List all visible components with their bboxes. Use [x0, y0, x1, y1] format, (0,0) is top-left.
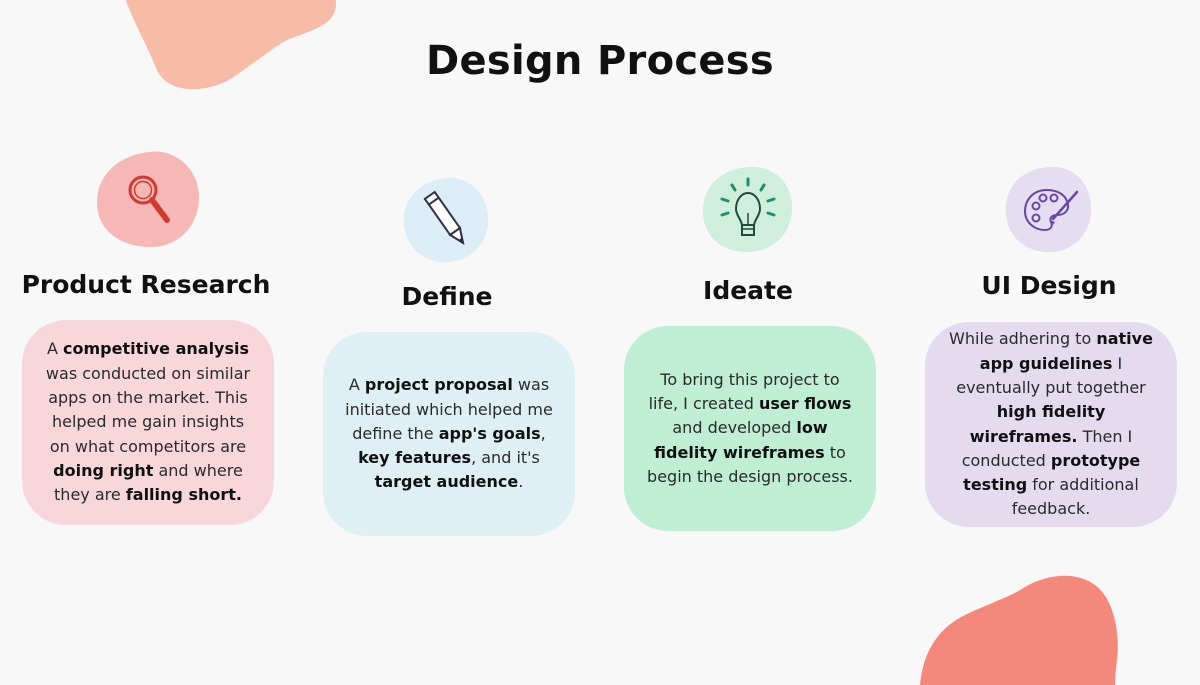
desc-emphasis: doing right	[53, 460, 154, 480]
card-product-research: A competitive analysis was conducted on …	[22, 320, 274, 525]
card-define: A project proposal was initiated which h…	[323, 332, 575, 536]
desc-emphasis: key features	[358, 448, 472, 468]
desc-emphasis: falling short.	[125, 485, 242, 505]
page-title: Design Process	[425, 38, 775, 84]
desc-define: A project proposal was initiated which h…	[343, 373, 555, 494]
desc-emphasis: competitive analysis	[63, 339, 250, 359]
desc-emphasis: user flows	[758, 394, 852, 414]
desc-ideate: To bring this project to life, I created…	[644, 368, 856, 489]
blob-bottom-shape	[920, 575, 1118, 685]
research-icon-blob	[97, 151, 200, 248]
step-product-research: Product Research A competitive analysis …	[6, 0, 286, 675]
desc-text: , and it's	[471, 448, 540, 468]
desc-text: To bring this project to life, I created	[648, 369, 840, 414]
card-ideate: To bring this project to life, I created…	[624, 326, 876, 531]
step-ui-design: UI Design While adhering to native app g…	[909, 0, 1189, 675]
paint-palette-icon	[1023, 188, 1079, 232]
desc-text: .	[518, 472, 524, 492]
step-title-product-research: Product Research	[21, 270, 271, 299]
ideate-icon-blob	[702, 166, 793, 253]
desc-text: was initiated which helped me define the	[345, 375, 553, 443]
desc-text: ,	[540, 423, 546, 443]
step-title-ui-design: UI Design	[981, 271, 1117, 300]
magnifying-glass-icon	[128, 175, 170, 223]
research-icon-container	[94, 150, 204, 250]
desc-text: and developed	[672, 418, 797, 438]
pencil-icon	[423, 190, 465, 246]
desc-emphasis: native app guidelines	[979, 329, 1153, 373]
desc-text: While adhering to	[949, 329, 1097, 349]
decorative-blob-bottom	[920, 575, 1118, 685]
desc-emphasis: low fidelity wireframes	[654, 418, 828, 462]
desc-text: A	[46, 339, 64, 359]
desc-product-research: A competitive analysis was conducted on …	[42, 337, 254, 507]
desc-text: was conducted on similar apps on the mar…	[45, 363, 251, 456]
desc-ui-design: While adhering to native app guidelines …	[945, 327, 1157, 521]
desc-text: for additional feedback.	[1011, 475, 1139, 519]
desc-text: I eventually put together	[956, 353, 1146, 397]
decorative-blob-top	[125, 0, 337, 90]
desc-emphasis: project proposal	[364, 375, 513, 395]
blob-top-shape	[125, 0, 337, 90]
define-icon-container	[402, 176, 492, 264]
step-title-define: Define	[401, 282, 493, 311]
desc-text: A	[348, 375, 365, 395]
step-title-ideate: Ideate	[703, 276, 793, 305]
lightbulb-icon	[720, 177, 776, 236]
desc-emphasis: high fidelity wireframes.	[969, 402, 1106, 446]
step-define: Define A project proposal was initiated …	[307, 0, 587, 675]
step-ideate: Ideate To bring this project to life, I …	[608, 0, 888, 675]
desc-text: Then I conducted	[961, 426, 1133, 470]
desc-text: and where they are	[54, 460, 243, 505]
desc-emphasis: prototype testing	[963, 450, 1141, 495]
ui-design-icon-container	[1003, 164, 1095, 256]
card-ui-design: While adhering to native app guidelines …	[925, 322, 1177, 527]
ideate-icon-container	[700, 165, 796, 255]
desc-text: to begin the design process.	[647, 442, 853, 486]
ui-design-icon-blob	[1005, 166, 1092, 253]
desc-emphasis: target audience	[374, 472, 519, 492]
desc-emphasis: app's goals	[438, 423, 541, 443]
